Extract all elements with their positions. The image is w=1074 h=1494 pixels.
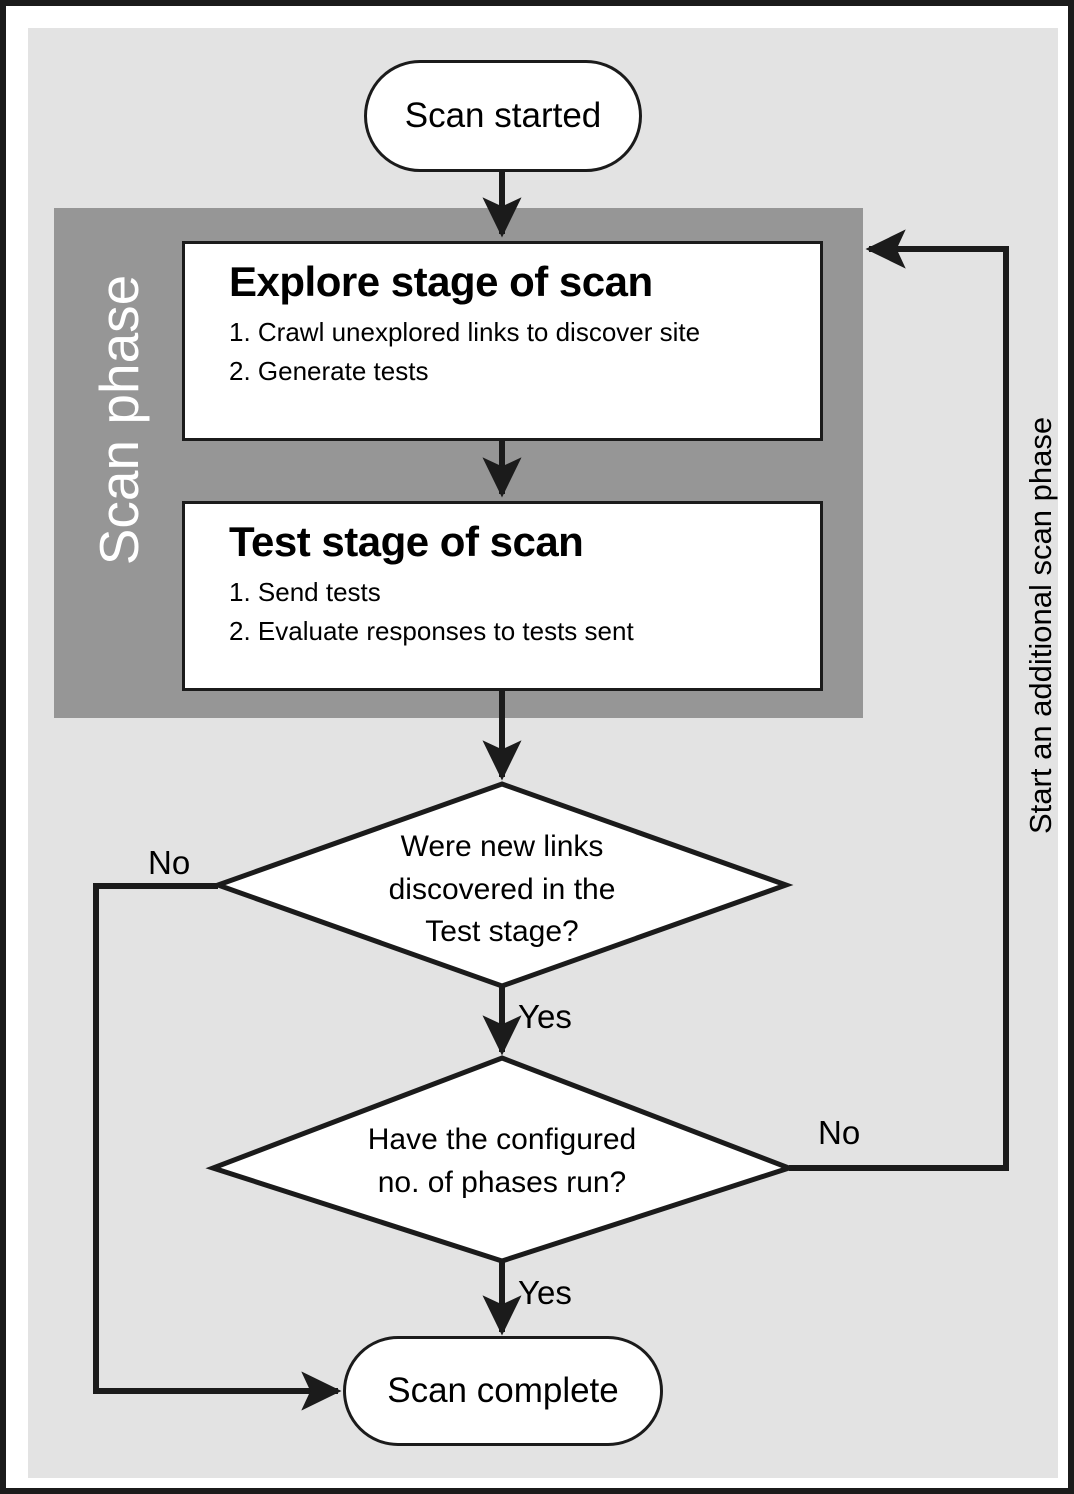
- explore-stage-step-1: 1. Crawl unexplored links to discover si…: [229, 317, 701, 348]
- node-scan-started-label: Scan started: [404, 96, 602, 135]
- test-stage-step-2: 2. Evaluate responses to tests sent: [229, 615, 634, 646]
- edge-label-new-links-no: No: [148, 844, 191, 881]
- test-stage-title: Test stage of scan: [229, 518, 584, 565]
- node-scan-complete-label: Scan complete: [387, 1371, 619, 1410]
- swimlane-label: Scan phase: [88, 274, 150, 566]
- edge-label-phases-run-yes: Yes: [518, 1274, 572, 1311]
- explore-stage-step-2: 2. Generate tests: [229, 355, 429, 386]
- node-scan-started[interactable]: Scan started: [364, 60, 642, 172]
- node-test-stage[interactable]: Test stage of scan 1. Send tests 2. Eval…: [182, 501, 823, 691]
- node-explore-stage[interactable]: Explore stage of scan 1. Crawl unexplore…: [182, 241, 823, 441]
- edge-label-loop-back: Start an additional scan phase: [1023, 416, 1058, 834]
- explore-stage-title: Explore stage of scan: [229, 258, 653, 305]
- edge-label-phases-run-no: No: [818, 1114, 861, 1151]
- node-scan-complete[interactable]: Scan complete: [343, 1336, 663, 1446]
- test-stage-step-1: 1. Send tests: [229, 577, 381, 608]
- edge-label-new-links-yes: Yes: [518, 998, 572, 1035]
